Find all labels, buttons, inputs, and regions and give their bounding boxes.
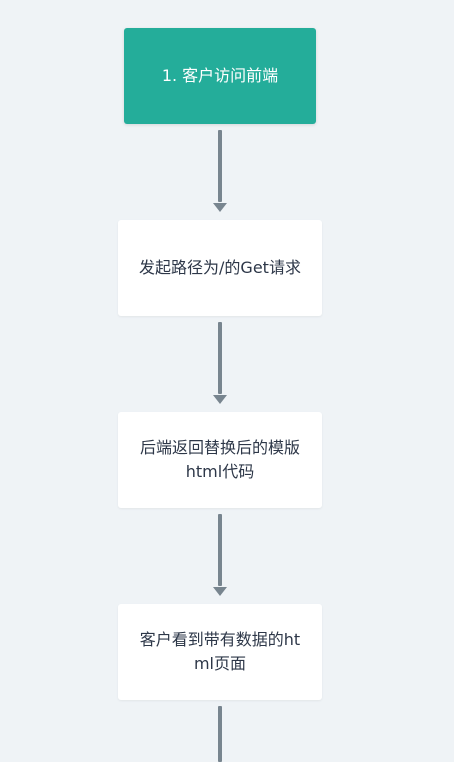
- step-3-label-line-1: 后端返回替换后的模版: [139, 438, 300, 457]
- step-2-box[interactable]: 发起路径为/的Get请求: [118, 220, 322, 316]
- step-4-box[interactable]: 客户看到带有数据的ht ml页面: [118, 604, 322, 700]
- connector-3-line: [218, 514, 222, 586]
- step-4-label-line-2: ml页面: [193, 654, 247, 673]
- connector-4-line: [218, 706, 222, 762]
- step-3-label-line-2: html代码: [185, 462, 255, 481]
- arrow-down-icon: [213, 203, 227, 212]
- connector-1-line: [218, 130, 222, 202]
- step-1-label: 1. 客户访问前端: [161, 66, 279, 85]
- arrow-down-icon: [213, 587, 227, 596]
- step-4-label: 客户看到带有数据的ht ml页面: [140, 628, 300, 676]
- arrow-down-icon: [213, 395, 227, 404]
- connector-2-line: [218, 322, 222, 394]
- step-1-box[interactable]: 1. 客户访问前端: [124, 28, 316, 124]
- step-3-box[interactable]: 后端返回替换后的模版 html代码: [118, 412, 322, 508]
- step-2-label: 发起路径为/的Get请求: [139, 258, 301, 277]
- step-4-label-line-1: 客户看到带有数据的ht: [139, 630, 301, 649]
- step-3-label: 后端返回替换后的模版 html代码: [140, 436, 300, 484]
